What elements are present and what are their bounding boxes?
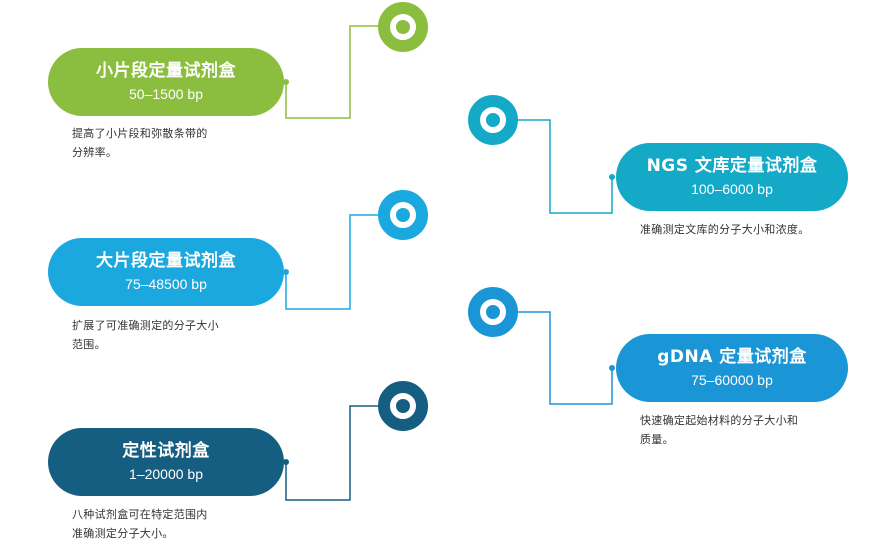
target-ring-icon: [378, 2, 428, 52]
kit-description: 提高了小片段和弥散条带的 分辨率。: [72, 127, 208, 159]
kit-title: 定性试剂盒: [122, 441, 210, 461]
connector-ngs-library: [510, 119, 613, 214]
connector-large-fragment: [285, 214, 390, 310]
kit-card-qualitative: 定性试剂盒 1–20000 bp: [48, 428, 284, 496]
connector-small-fragment: [285, 25, 390, 119]
target-ring-icon: [468, 95, 518, 145]
kit-card-large-fragment: 大片段定量试剂盒 75–48500 bp: [48, 238, 284, 306]
connector-qualitative: [285, 405, 390, 501]
kit-description: 扩展了可准确测定的分子大小 范围。: [72, 319, 219, 351]
kit-card-small-fragment: 小片段定量试剂盒 50–1500 bp: [48, 48, 284, 116]
kit-card-ngs-library: NGS 文库定量试剂盒 100–6000 bp: [616, 143, 848, 211]
kit-range: 50–1500 bp: [129, 86, 203, 102]
kit-title: NGS 文库定量试剂盒: [646, 156, 818, 176]
kit-range: 75–60000 bp: [691, 372, 773, 388]
kit-title: 大片段定量试剂盒: [96, 251, 236, 271]
kit-range: 100–6000 bp: [691, 181, 773, 197]
target-ring-icon: [468, 287, 518, 337]
kit-description: 快速确定起始材料的分子大小和 质量。: [640, 414, 799, 446]
target-ring-icon: [378, 190, 428, 240]
kit-description: 八种试剂盒可在特定范围内 准确测定分子大小。: [72, 508, 208, 540]
kit-card-gdna: gDNA 定量试剂盒 75–60000 bp: [616, 334, 848, 402]
connector-gdna: [510, 311, 613, 405]
connector-dot-gdna: [609, 365, 615, 371]
connector-dot-small-fragment: [283, 79, 289, 85]
connector-dot-large-fragment: [283, 269, 289, 275]
target-ring-icon: [378, 381, 428, 431]
connector-dot-qualitative: [283, 459, 289, 465]
connector-dot-ngs-library: [609, 174, 615, 180]
kit-range: 75–48500 bp: [125, 276, 207, 292]
kit-range: 1–20000 bp: [129, 466, 203, 482]
kit-description: 准确测定文库的分子大小和浓度。: [640, 223, 810, 236]
kit-title: 小片段定量试剂盒: [96, 61, 236, 81]
kit-title: gDNA 定量试剂盒: [657, 347, 807, 367]
